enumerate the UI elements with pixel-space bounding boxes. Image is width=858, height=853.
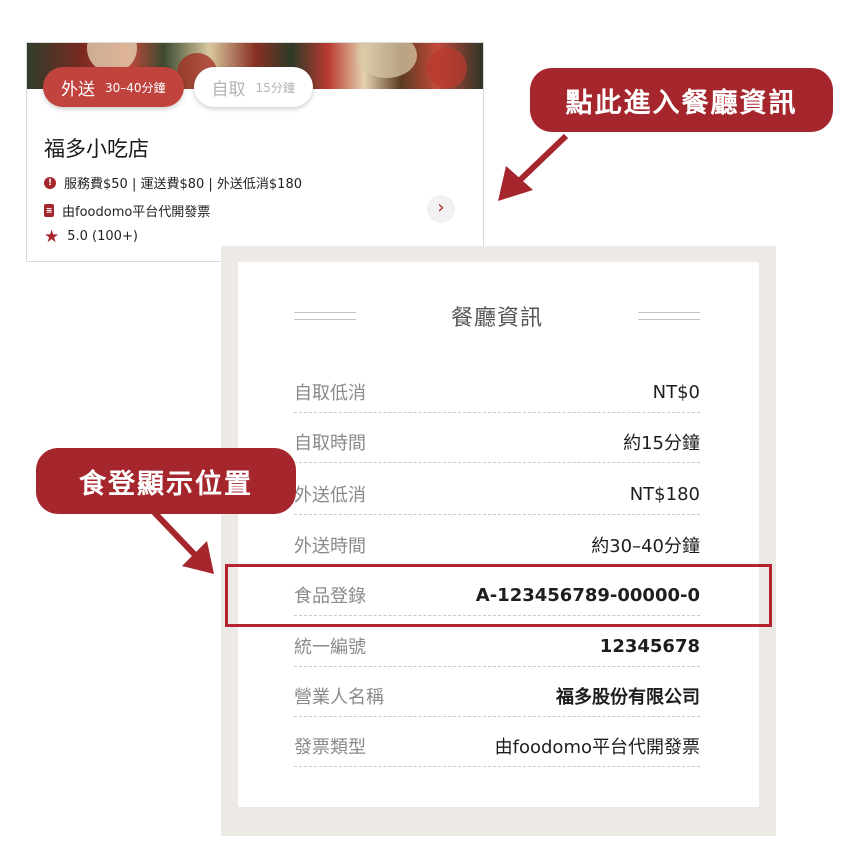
panel-header: 餐廳資訊: [294, 300, 700, 331]
panel-title: 餐廳資訊: [450, 306, 543, 331]
info-row-food-registration: 食品登錄 A-123456789-00000-0: [294, 575, 700, 616]
rating-text: 5.0 (100+): [67, 229, 138, 244]
info-row-invoice-type: 發票類型 由foodomo平台代開發票: [294, 726, 700, 767]
row-value: NT$0: [652, 381, 700, 403]
fee-info-row: ! 服務費$50 | 運送費$80 | 外送低消$180: [44, 173, 302, 192]
star-icon: ★: [44, 226, 60, 247]
title-decoration-right: [638, 312, 700, 320]
info-row-pickup-time: 自取時間 約15分鐘: [294, 422, 700, 463]
tab-delivery-label: 外送: [61, 79, 95, 100]
info-row-pickup-minimum: 自取低消 NT$0: [294, 372, 700, 413]
tab-pickup-time: 15分鐘: [255, 80, 295, 95]
receipt-icon: ≡: [44, 204, 54, 217]
row-value: 由foodomo平台代開發票: [494, 737, 700, 758]
row-label: 發票類型: [294, 737, 366, 758]
info-row-delivery-minimum: 外送低消 NT$180: [294, 474, 700, 515]
row-label: 營業人名稱: [294, 687, 384, 708]
row-value: 12345678: [599, 635, 700, 657]
restaurant-card[interactable]: 外送 30–40分鐘 自取 15分鐘 福多小吃店 ! 服務費$50 | 運送費$…: [26, 42, 484, 262]
row-value: 福多股份有限公司: [556, 687, 700, 708]
row-label: 食品登錄: [294, 586, 366, 607]
row-label: 自取時間: [294, 433, 366, 454]
food-registration-highlight: [225, 564, 772, 627]
row-value: A-123456789-00000-0: [475, 584, 700, 606]
info-icon: !: [44, 176, 56, 189]
rating-row: ★ 5.0 (100+): [44, 226, 138, 247]
fee-text: 服務費$50 | 運送費$80 | 外送低消$180: [64, 177, 302, 192]
invoice-info-row: ≡ 由foodomo平台代開發票: [44, 201, 210, 220]
tab-pickup[interactable]: 自取 15分鐘: [193, 67, 313, 107]
restaurant-name: 福多小吃店: [44, 137, 149, 161]
row-label: 外送時間: [294, 536, 366, 557]
tab-pickup-label: 自取: [211, 79, 246, 100]
callout-food-registration-position: 食登顯示位置: [36, 448, 296, 514]
arrow-to-chevron: [498, 133, 569, 201]
tab-delivery[interactable]: 外送 30–40分鐘: [43, 67, 184, 107]
row-value: 約30–40分鐘: [591, 536, 700, 557]
row-label: 外送低消: [294, 485, 366, 506]
arrow-to-highlight: [149, 507, 214, 574]
invoice-text: 由foodomo平台代開發票: [62, 205, 211, 220]
info-row-business-name: 營業人名稱 福多股份有限公司: [294, 676, 700, 717]
order-mode-tabs: 外送 30–40分鐘 自取 15分鐘: [43, 67, 313, 107]
row-label: 自取低消: [294, 383, 366, 404]
chevron-right-icon[interactable]: ›: [427, 195, 455, 223]
callout-enter-restaurant-info: 點此進入餐廳資訊: [530, 68, 833, 132]
row-value: NT$180: [629, 483, 700, 505]
info-row-tax-id: 統一編號 12345678: [294, 626, 700, 667]
row-value: 約15分鐘: [623, 433, 700, 454]
restaurant-info-panel: 餐廳資訊 自取低消 NT$0 自取時間 約15分鐘 外送低消 NT$180 外送…: [238, 262, 759, 807]
tab-delivery-time: 30–40分鐘: [105, 80, 166, 95]
title-decoration-left: [294, 312, 356, 320]
row-label: 統一編號: [294, 637, 366, 658]
